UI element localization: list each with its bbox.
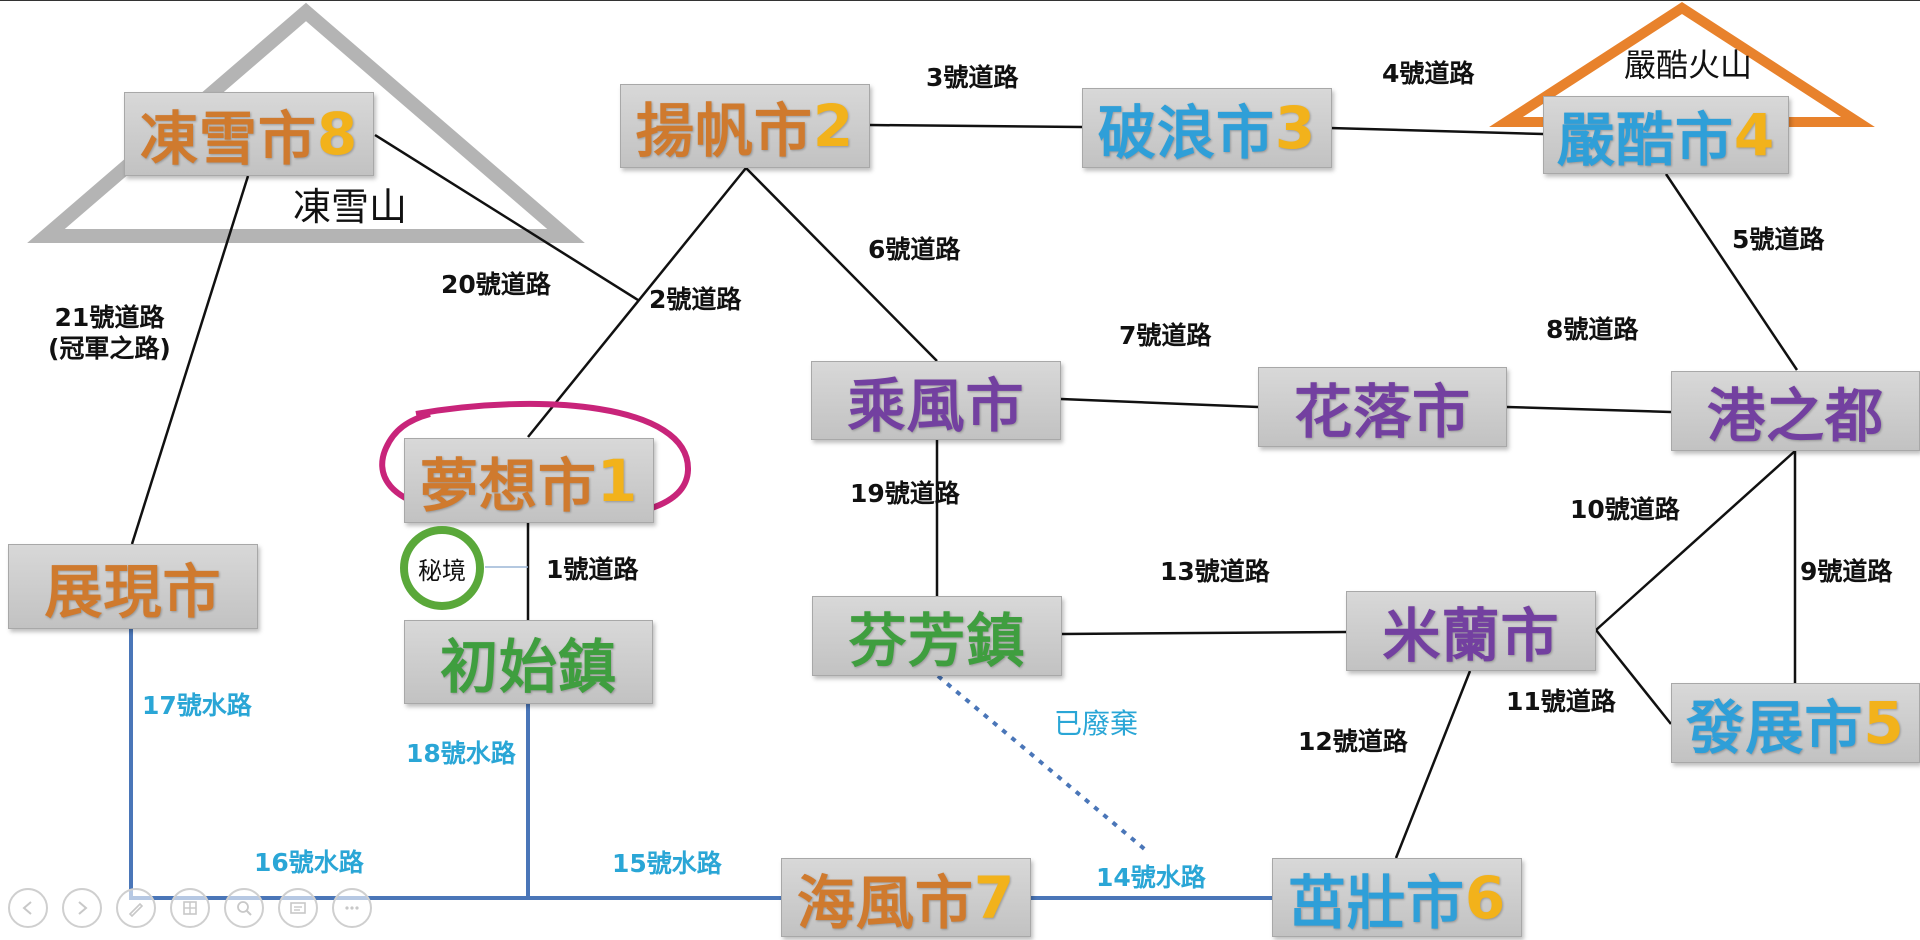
waterway-16-label: 16號水路 bbox=[254, 848, 364, 877]
road-21-subtitle: (冠軍之路) bbox=[48, 334, 171, 364]
waterway-15-label: 15號水路 bbox=[612, 849, 722, 878]
city-harsh-name: 嚴酷市 bbox=[1556, 106, 1734, 174]
city-frost-number: 8 bbox=[316, 100, 359, 168]
waterway-14-label: 14號水路 bbox=[1096, 863, 1206, 892]
road-6-label: 6號道路 bbox=[868, 235, 961, 264]
back-arrow-icon[interactable] bbox=[8, 888, 48, 928]
road-5-label: 5號道路 bbox=[1732, 225, 1825, 254]
city-fragrance-name: 芬芳鎮 bbox=[848, 607, 1026, 675]
city-sprout-name: 茁壯市 bbox=[1287, 868, 1465, 937]
city-port[interactable]: 港之都 bbox=[1671, 371, 1920, 451]
zoom-icon[interactable] bbox=[224, 888, 264, 928]
road-19-label: 19號道路 bbox=[850, 479, 960, 508]
abandoned-route-line bbox=[936, 674, 1150, 854]
more-icon[interactable] bbox=[332, 888, 372, 928]
city-wave-number: 3 bbox=[1274, 94, 1317, 162]
city-develop-name: 發展市 bbox=[1686, 694, 1864, 762]
top-border-line bbox=[0, 0, 1920, 1]
city-start[interactable]: 初始鎮 bbox=[404, 620, 653, 704]
city-develop-number: 5 bbox=[1863, 689, 1905, 757]
city-show-name: 展現市 bbox=[44, 557, 222, 626]
road-20-line bbox=[374, 133, 639, 302]
road-8-line bbox=[1506, 405, 1672, 414]
road-12-label: 12號道路 bbox=[1298, 727, 1408, 756]
city-sail-number: 2 bbox=[812, 92, 855, 160]
city-flower-name: 花落市 bbox=[1293, 378, 1471, 446]
waterway-18-label: 18號水路 bbox=[406, 739, 516, 768]
city-dream-number: 1 bbox=[596, 446, 639, 515]
road-13-label: 13號道路 bbox=[1160, 557, 1270, 586]
road-9-label: 9號道路 bbox=[1800, 557, 1893, 586]
slides-icon[interactable] bbox=[170, 888, 210, 928]
road-7-label: 7號道路 bbox=[1119, 321, 1212, 350]
city-harsh-number: 4 bbox=[1733, 101, 1776, 169]
city-show[interactable]: 展現市 bbox=[8, 544, 258, 629]
road-11-line bbox=[1595, 629, 1672, 725]
city-seawind-name: 海風市 bbox=[796, 868, 974, 937]
road-20-label: 20號道路 bbox=[441, 270, 551, 299]
road-12-line bbox=[1394, 670, 1472, 859]
city-start-name: 初始鎮 bbox=[439, 633, 617, 701]
city-wind[interactable]: 乘風市 bbox=[811, 361, 1061, 440]
city-flower[interactable]: 花落市 bbox=[1258, 367, 1507, 447]
city-fragrance[interactable]: 芬芳鎮 bbox=[812, 596, 1062, 676]
city-seawind-number: 7 bbox=[973, 863, 1016, 932]
road-3-label: 3號道路 bbox=[926, 63, 1019, 92]
city-milan-name: 米蘭市 bbox=[1382, 602, 1560, 670]
road-11-label: 11號道路 bbox=[1506, 687, 1616, 716]
road-5-line bbox=[1664, 173, 1799, 371]
road-2-line bbox=[527, 167, 747, 438]
city-sail-name: 揚帆市 bbox=[635, 97, 813, 165]
road-21-name: 21號道路 bbox=[54, 303, 165, 332]
road-3-line bbox=[869, 123, 1083, 129]
road-8-label: 8號道路 bbox=[1546, 315, 1639, 344]
road-2-label: 2號道路 bbox=[649, 285, 742, 314]
presentation-controls bbox=[8, 888, 372, 928]
pen-icon[interactable] bbox=[116, 888, 156, 928]
waterway-17-label: 17號水路 bbox=[142, 691, 252, 720]
city-sprout-number: 6 bbox=[1464, 863, 1507, 932]
city-dream-name: 夢想市 bbox=[419, 451, 597, 520]
road-21-line bbox=[130, 175, 250, 545]
secret-area[interactable]: 秘境 bbox=[400, 526, 484, 610]
city-wave-name: 破浪市 bbox=[1097, 99, 1275, 167]
city-port-name: 港之都 bbox=[1706, 382, 1884, 450]
city-frost-name: 凍雪市 bbox=[139, 105, 317, 173]
road-4-label: 4號道路 bbox=[1382, 59, 1475, 88]
road-13-line bbox=[1061, 630, 1347, 636]
volcano-label: 嚴酷火山 bbox=[1624, 46, 1753, 84]
road-7-line bbox=[1060, 397, 1259, 409]
secret-area-label: 秘境 bbox=[418, 556, 466, 585]
road-10-label: 10號道路 bbox=[1570, 495, 1680, 524]
road-6-line bbox=[745, 167, 938, 362]
road-21-label: 21號道路 (冠軍之路) bbox=[48, 302, 171, 365]
subtitles-icon[interactable] bbox=[278, 888, 318, 928]
city-wind-name: 乘風市 bbox=[847, 371, 1025, 440]
forward-arrow-icon[interactable] bbox=[62, 888, 102, 928]
frost-mountain-label: 凍雪山 bbox=[293, 185, 408, 229]
city-milan[interactable]: 米蘭市 bbox=[1346, 591, 1596, 671]
abandoned-route-label: 已廢棄 bbox=[1054, 707, 1139, 740]
road-10-line bbox=[1595, 450, 1796, 631]
road-1-label: 1號道路 bbox=[546, 555, 639, 584]
road-4-line bbox=[1329, 126, 1544, 136]
